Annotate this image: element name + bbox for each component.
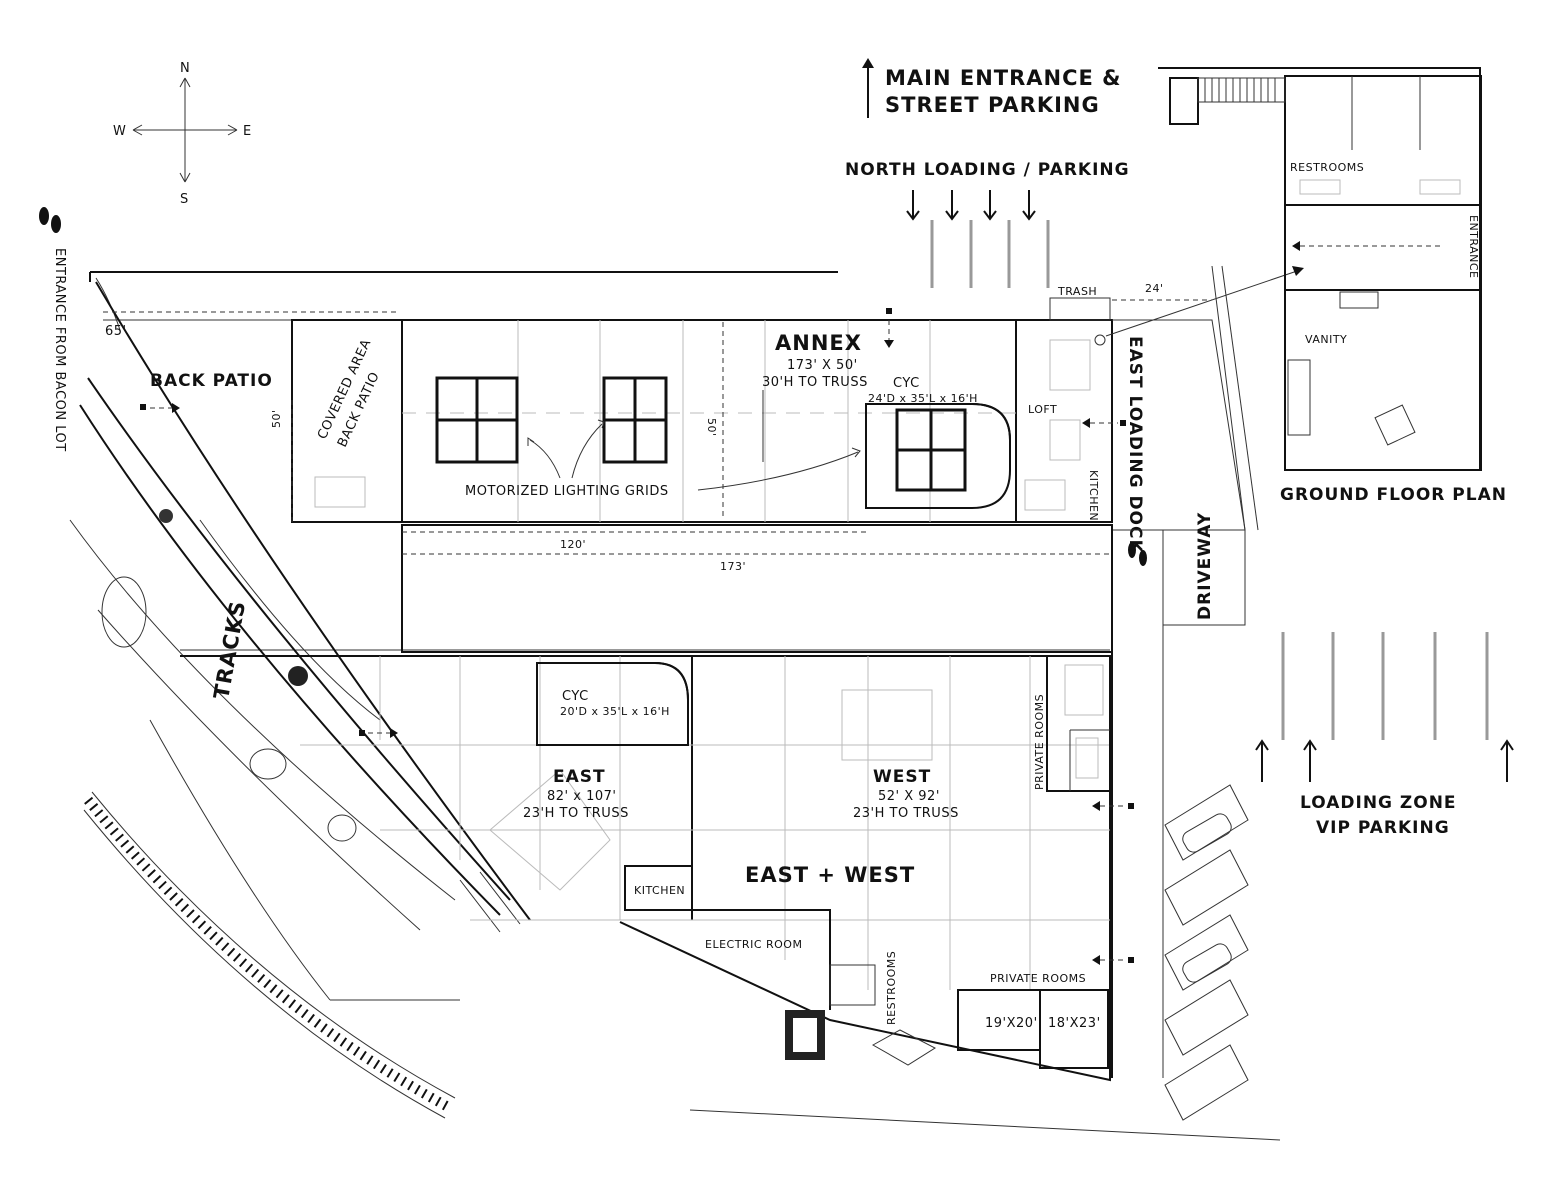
east-cyc-title: CYC: [562, 689, 589, 704]
main-entrance-arrow: [862, 58, 874, 118]
driveway-label: DRIVEWAY: [1195, 512, 1215, 620]
private-rooms-vertical-label: PRIVATE ROOMS: [1033, 694, 1046, 790]
east-west-title: EAST + WEST: [745, 863, 915, 887]
annex-size: 173' X 50': [787, 358, 858, 373]
annex-height: 30'H TO TRUSS: [762, 375, 868, 390]
vip-parking-label: VIP PARKING: [1316, 818, 1450, 838]
tracks-area: [69, 281, 531, 1119]
vanity-label: VANITY: [1305, 333, 1347, 346]
west-title: WEST: [873, 767, 931, 787]
kitchen-label: KITCHEN: [634, 884, 685, 897]
east-cyc: [536, 662, 689, 746]
electric-room: [625, 909, 831, 1010]
north-parking-lines: [930, 220, 1050, 288]
annex-cyc: [865, 403, 1011, 509]
north-loading-label: NORTH LOADING / PARKING: [845, 160, 1130, 180]
annex-title: ANNEX: [775, 331, 862, 355]
ground-floor-plan-title: GROUND FLOOR PLAN: [1280, 485, 1507, 505]
footprints-icon-east: [1128, 542, 1147, 566]
street-parking-label-text: STREET PARKING: [885, 93, 1100, 117]
lighting-grid-1: [435, 376, 519, 464]
generator-icon: [785, 1010, 825, 1060]
east-loading-dock-label: EAST LOADING DOCK: [1125, 336, 1145, 554]
east-entry-arrow: [359, 728, 398, 738]
private-room-1-size: 19'X20': [985, 1016, 1038, 1031]
driveway: [1162, 529, 1246, 626]
trash-label: TRASH: [1057, 285, 1097, 298]
entrance-from-bacon-lot: ENTRANCE FROM BACON LOT: [52, 248, 67, 452]
restrooms-top-label: RESTROOMS: [1290, 161, 1364, 174]
east-cyc-size: 20'D x 35'L x 16'H: [560, 705, 670, 718]
west-height: 23'H TO TRUSS: [853, 806, 959, 821]
back-patio-label: BACK PATIO: [150, 371, 273, 391]
site-boundary: [89, 265, 1281, 1141]
dim-24: 24': [1145, 282, 1164, 295]
east-height: 23'H TO TRUSS: [523, 806, 629, 821]
compass: N S E W: [113, 61, 252, 207]
north-loading-arrows: [906, 190, 1036, 221]
private-rooms-upper: [1046, 655, 1111, 792]
east-size: 82' x 107': [547, 789, 616, 804]
dim-50-annex: 50': [705, 418, 718, 437]
vip-parking-arrows: [1255, 739, 1514, 782]
west-entry-arrow-2: [1092, 955, 1134, 965]
west-size: 52' X 92': [878, 789, 940, 804]
east-title: EAST: [553, 767, 606, 787]
restrooms-bottom-label: RESTROOMS: [885, 951, 898, 1025]
dim-50-patio: 50': [270, 409, 283, 428]
tree-icon: [159, 509, 308, 686]
loading-zone-label: LOADING ZONE: [1300, 793, 1457, 813]
trash-area: [1049, 297, 1111, 321]
annex-cyc-title: CYC: [893, 376, 920, 391]
electric-room-label: ELECTRIC ROOM: [705, 938, 802, 951]
dim-65: 65': [105, 324, 127, 339]
vip-parking-lines: [1281, 632, 1489, 740]
middle-corridor: [401, 524, 1113, 653]
callout-to-floor-plan: [1105, 266, 1304, 337]
compass-n: N: [180, 61, 190, 76]
annex-entry-arrow: [884, 308, 894, 348]
loft-entry-arrow: [1082, 418, 1126, 428]
annex-cyc-size: 24'D x 35'L x 16'H: [868, 392, 978, 405]
angled-parking-spaces: [1164, 784, 1249, 1121]
dim-173: 173': [720, 560, 746, 573]
loft-label: LOFT: [1028, 403, 1057, 416]
entry-arrow-patio: [140, 403, 180, 413]
private-room-2-size: 18'X23': [1048, 1016, 1101, 1031]
private-room-2: [1039, 989, 1109, 1069]
east-west-stages: [180, 655, 1111, 1082]
main-entrance-label: MAIN ENTRANCE &: [885, 66, 1121, 90]
compass-w: W: [113, 124, 126, 139]
annex-stage: [401, 319, 1113, 523]
compass-e: E: [243, 124, 252, 139]
private-rooms-bottom-label: PRIVATE ROOMS: [990, 972, 1086, 985]
motorized-grids-label: MOTORIZED LIGHTING GRIDS: [465, 484, 669, 499]
grid-callout-arrows: [527, 419, 861, 491]
west-entry-arrow-1: [1092, 801, 1134, 811]
dim-120: 120': [560, 538, 586, 551]
entrance-side-label: ENTRANCE: [1467, 215, 1480, 278]
compass-s: S: [180, 192, 189, 207]
lighting-grid-2: [602, 376, 668, 464]
ground-floor-plan: [1158, 67, 1482, 471]
footprints-icon: [39, 207, 61, 233]
kitchen-small-label: KITCHEN: [1087, 470, 1100, 521]
